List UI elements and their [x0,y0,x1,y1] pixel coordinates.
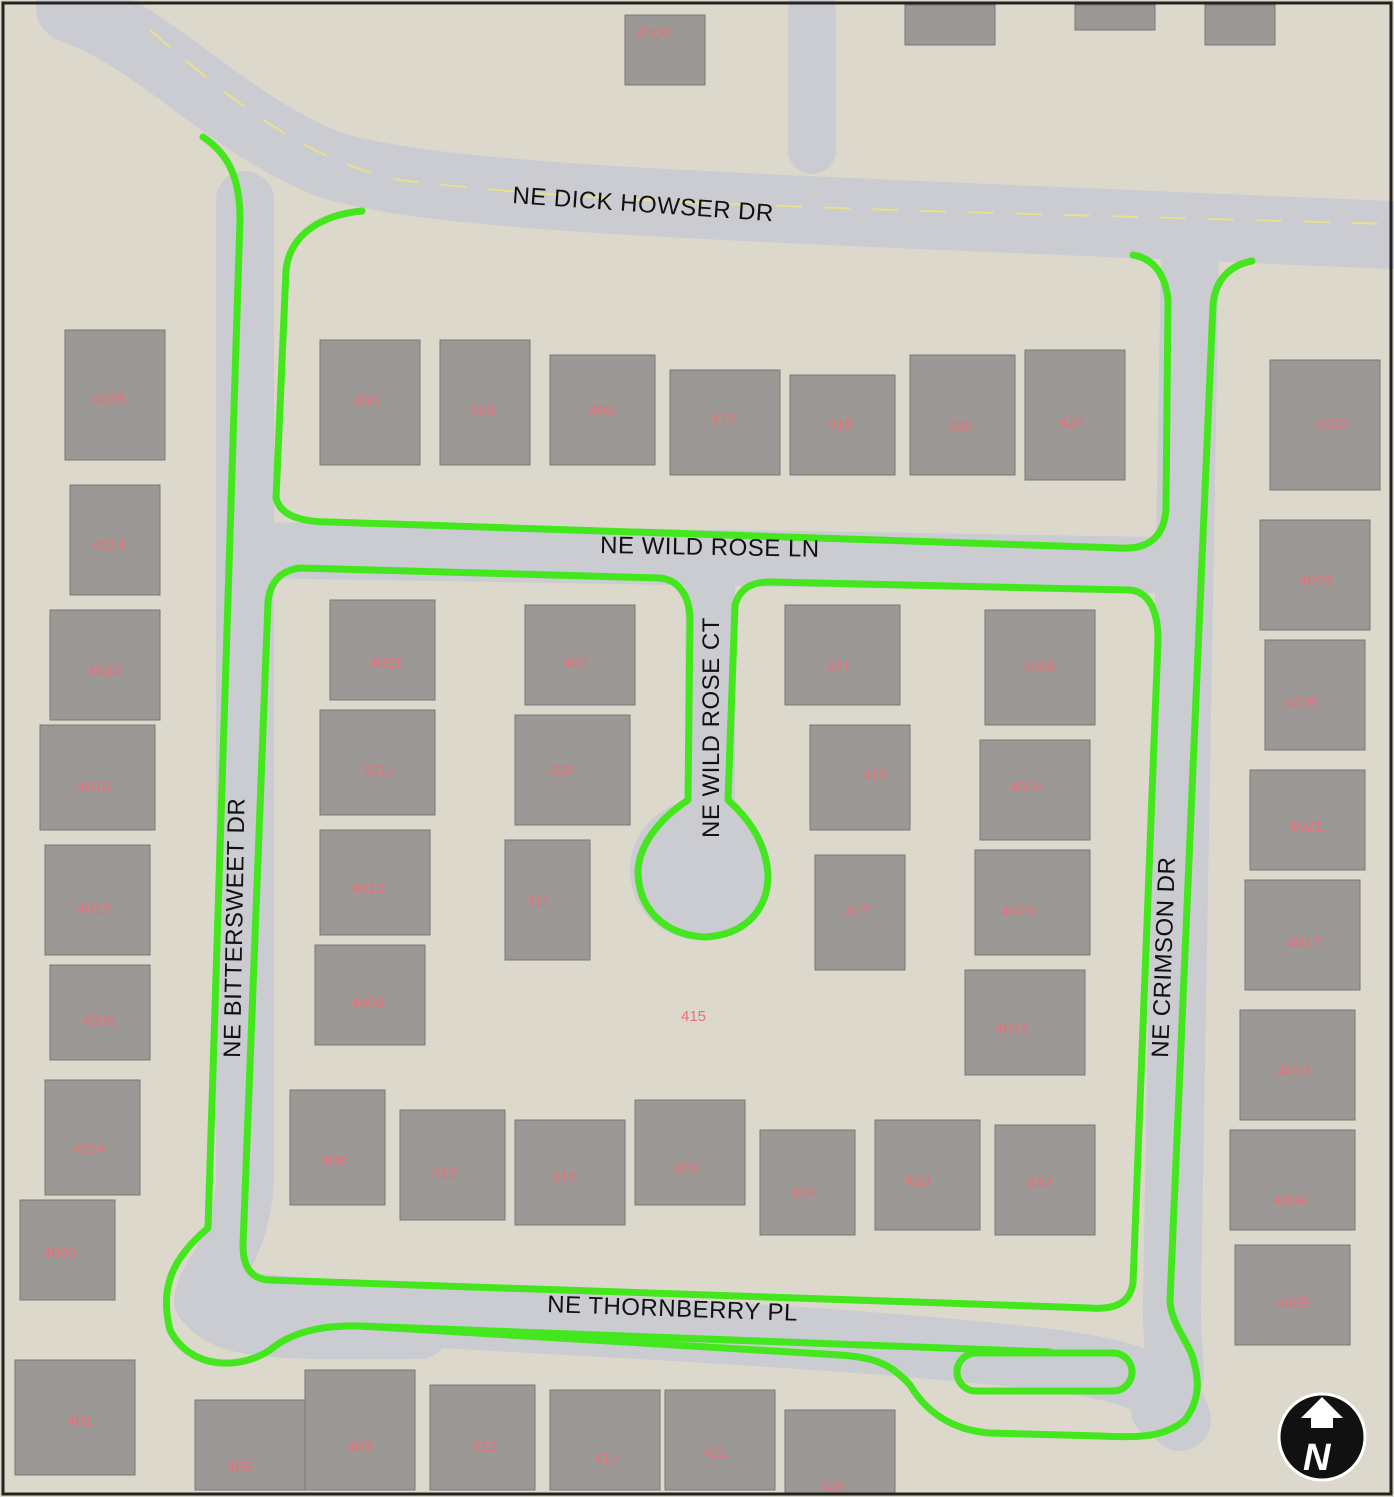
address-label: 417 [845,903,870,920]
address-label: 421 [702,1444,727,1461]
cul-de-sac [630,800,770,940]
address-label: 4012 [77,901,110,918]
address-label: 4016 [995,1021,1028,1038]
address-label: 4020 [1001,903,1034,920]
route-west [162,133,1054,1367]
address-label: 4021 [369,654,402,671]
address-label: 4004 [72,1141,105,1158]
address-label: 4013 [1277,1063,1310,1080]
north-arrow-icon: N [1277,1392,1367,1482]
address-label: 409 [548,762,573,779]
address-label: 4021 [1289,818,1322,835]
address-label: 4008 [82,1012,115,1029]
address-label: 428 [905,1172,930,1189]
route-east [356,257,1256,1441]
address-label: 432 [1027,1175,1052,1192]
address-label: 4028 [92,391,125,408]
address-label: 416 [828,416,853,433]
address-label: 4029 [1299,573,1332,590]
address-labels: 4100 4028 4024 4020 4016 4012 4008 4004 … [43,25,1347,1495]
address-label: 413 [472,1438,497,1455]
address-label: 419 [862,767,887,784]
address-label: 405 [227,1459,252,1476]
address-label: 424 [1059,414,1084,431]
address-label: 4016 [77,779,110,796]
address-label: 424 [791,1185,816,1202]
address-label: 401 [67,1412,92,1429]
address-label: 4033 [1314,416,1347,433]
label-wild-rose-ln: NE WILD ROSE LN [600,532,820,563]
address-label: 4024 [92,537,125,554]
address-label: 4005 [1276,1295,1309,1312]
address-label: 408 [589,402,614,419]
address-label: 420 [948,418,973,435]
address-label: 412 [711,411,736,428]
address-label: 412 [432,1165,457,1182]
label-bittersweet: NE BITTERSWEET DR [219,798,251,1059]
address-label: 4009 [351,995,384,1012]
label-wild-rose-ct: NE WILD ROSE CT [698,617,725,838]
address-label: 411 [526,893,550,910]
address-label: 408 [321,1153,346,1170]
address-label: 4100 [637,25,670,42]
address-label: 425 [820,1478,845,1495]
address-label: 4024 [1009,779,1042,796]
house-footprints [14,4,1381,1496]
route-central-west [239,564,1162,1312]
address-label: 417 [594,1450,619,1467]
address-label: 421 [826,659,851,676]
address-label: 4009 [1273,1192,1306,1209]
address-label: 4013 [351,880,384,897]
north-letter: N [1303,1437,1332,1479]
address-label: 407 [563,654,588,671]
address-label: 4020 [87,662,120,679]
address-label: 409 [347,1438,372,1455]
address-label: 416 [552,1169,577,1186]
address-label: 404 [470,402,495,419]
address-label: 4000 [43,1245,76,1262]
median-island [953,1349,1136,1395]
route-north-block [272,207,1172,552]
address-label: 415 [681,1008,706,1025]
address-label: 4028 [1022,659,1055,676]
address-label: 400 [353,393,378,410]
route-outline [162,133,1256,1441]
address-label: 4025 [1284,695,1317,712]
address-label: 4017 [1287,935,1320,952]
address-label: 4017 [362,762,395,779]
address-label: 420 [673,1161,698,1178]
